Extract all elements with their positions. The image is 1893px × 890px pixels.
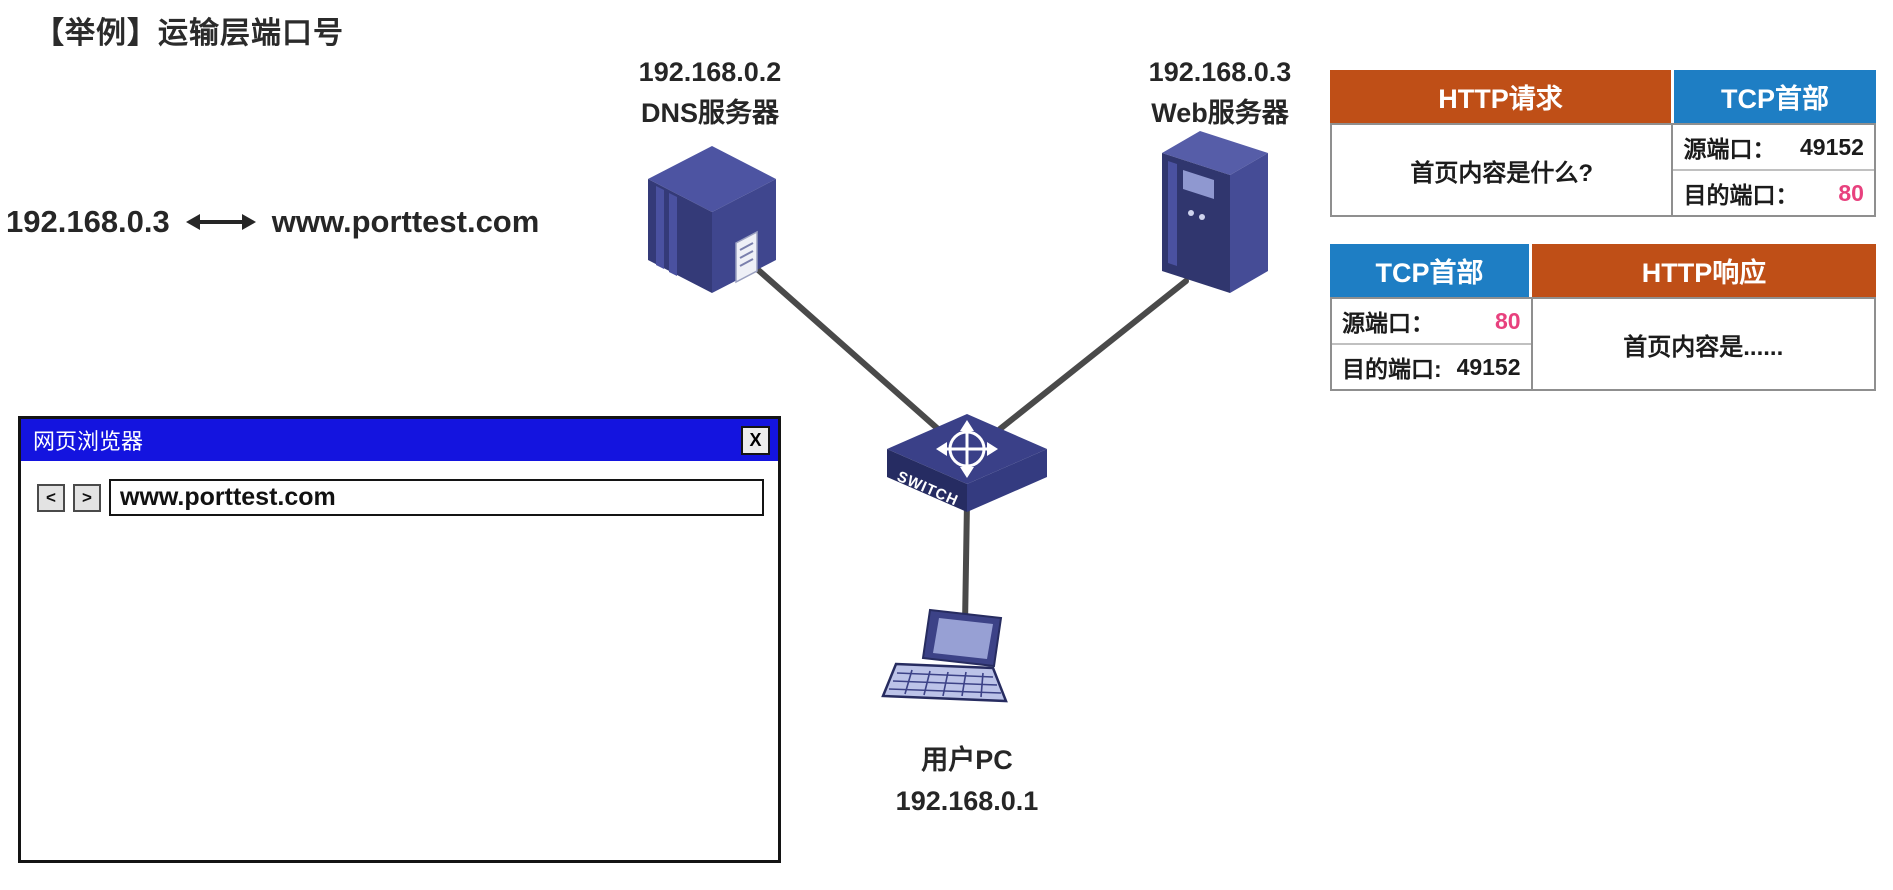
src-port-label: 源端口： <box>1683 136 1776 162</box>
src-port-value: 80 <box>1494 307 1521 334</box>
dns-server-name: DNS服务器 <box>640 98 779 128</box>
web-server-name: Web服务器 <box>1151 98 1289 128</box>
http-request-header-cell: HTTP请求 <box>1330 70 1674 123</box>
user-pc-label: 用户PC 192.168.0.1 <box>850 740 1084 822</box>
link-switch-pc <box>962 499 970 628</box>
dns-server-ip: 192.168.0.2 <box>638 57 782 87</box>
dst-port-value: 49152 <box>1456 353 1521 380</box>
response-src-port-row: 源端口： 80 <box>1332 299 1531 343</box>
forward-button[interactable]: > <box>73 483 101 512</box>
address-bar[interactable]: www.porttest.com <box>109 479 764 516</box>
user-pc-name: 用户PC <box>921 745 1013 775</box>
dns-mapping-ip: 192.168.0.3 <box>6 204 170 239</box>
switch-icon: SWITCH <box>887 414 1047 512</box>
response-packet-body: 源端口： 80 目的端口: 49152 首页内容是...... <box>1330 297 1876 391</box>
dns-server-label: 192.168.0.2 DNS服务器 <box>580 52 840 134</box>
request-packet-body: 首页内容是什么? 源端口： 49152 目的端口： 80 <box>1330 123 1876 217</box>
dst-port-label: 目的端口: <box>1342 356 1442 382</box>
close-button[interactable]: X <box>741 425 770 455</box>
response-dst-port-row: 目的端口: 49152 <box>1332 343 1531 389</box>
link-web-switch <box>997 278 1189 432</box>
tcp-header-cell: TCP首部 <box>1673 70 1876 123</box>
request-payload: 首页内容是什么? <box>1332 125 1674 215</box>
browser-titlebar: 网页浏览器 X <box>21 419 778 461</box>
response-ports: 源端口： 80 目的端口: 49152 <box>1332 299 1533 389</box>
response-packet-header: TCP首部 HTTP响应 <box>1330 244 1876 297</box>
web-server-label: 192.168.0.3 Web服务器 <box>1090 52 1350 134</box>
http-response-packet: TCP首部 HTTP响应 源端口： 80 目的端口: 49152 首页内容是..… <box>1330 244 1876 391</box>
dns-server-icon <box>648 146 776 293</box>
page-title: 【举例】运输层端口号 <box>34 17 344 50</box>
double-arrow-icon <box>185 214 256 230</box>
web-server-icon <box>1162 131 1268 293</box>
request-src-port-row: 源端口： 49152 <box>1673 125 1874 169</box>
src-port-label: 源端口： <box>1342 310 1434 336</box>
request-ports: 源端口： 49152 目的端口： 80 <box>1673 125 1874 215</box>
web-server-ip: 192.168.0.3 <box>1148 57 1292 87</box>
tcp-header-cell: TCP首部 <box>1330 244 1533 297</box>
browser-title: 网页浏览器 <box>33 429 144 454</box>
laptop-icon <box>881 608 1008 703</box>
switch-label: SWITCH <box>894 468 961 510</box>
response-payload: 首页内容是...... <box>1623 333 1784 361</box>
back-button[interactable]: < <box>37 483 65 512</box>
browser-window: 网页浏览器 X < > www.porttest.com <box>18 416 781 863</box>
http-response-header-cell: HTTP响应 <box>1532 244 1876 297</box>
dns-mapping: 192.168.0.3 www.porttest.com <box>6 204 539 240</box>
network-links <box>753 265 1189 628</box>
dst-port-value: 80 <box>1838 179 1864 206</box>
browser-toolbar: < > www.porttest.com <box>21 461 778 516</box>
dst-port-label: 目的端口： <box>1683 182 1799 208</box>
request-packet-header: HTTP请求 TCP首部 <box>1330 70 1876 123</box>
http-request-packet: HTTP请求 TCP首部 首页内容是什么? 源端口： 49152 目的端口： 8… <box>1330 70 1876 217</box>
link-dns-switch <box>753 265 941 432</box>
request-dst-port-row: 目的端口： 80 <box>1673 169 1874 215</box>
dns-mapping-domain: www.porttest.com <box>271 204 540 239</box>
user-pc-ip: 192.168.0.1 <box>895 786 1039 816</box>
src-port-value: 49152 <box>1800 133 1864 160</box>
